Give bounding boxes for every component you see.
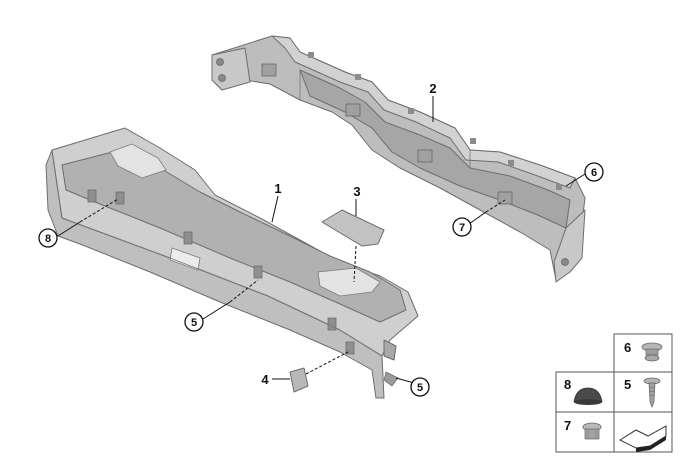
- callout-5b: 5: [417, 382, 423, 394]
- callout-4: 4: [261, 372, 269, 387]
- legend-label-7: 7: [564, 418, 571, 433]
- pad-part: [289, 367, 309, 393]
- legend-label-5: 5: [624, 377, 631, 392]
- callout-7: 7: [459, 222, 465, 234]
- clip-7-icon: [582, 422, 602, 440]
- callout-6-circle: [584, 162, 604, 182]
- callout-5a: 5: [191, 317, 197, 329]
- screw-icon: [383, 371, 399, 387]
- callout-2: 2: [429, 81, 436, 96]
- callout-8-circle: [38, 228, 58, 248]
- trim-panel-lower: [45, 127, 419, 399]
- legend: 6 5 8 7: [555, 333, 673, 453]
- callout-5a-circle: [184, 312, 204, 332]
- leader-lines: [57, 96, 586, 384]
- callout-6: 6: [591, 167, 597, 179]
- clip-6-icon: [641, 342, 663, 362]
- callout-5b-circle: [410, 377, 430, 397]
- cover-part: [321, 209, 385, 247]
- cap-8-icon: [573, 387, 603, 405]
- legend-label-8: 8: [564, 377, 571, 392]
- legend-box-5: [613, 371, 673, 413]
- screw-5-icon: [643, 377, 661, 408]
- legend-box-6: [613, 333, 673, 373]
- legend-label-6: 6: [624, 340, 631, 355]
- callout-1: 1: [274, 181, 281, 196]
- callout-7-circle: [452, 217, 472, 237]
- callout-3: 3: [353, 184, 360, 199]
- direction-arrow-icon: [618, 425, 667, 452]
- callout-8: 8: [45, 233, 51, 245]
- trim-panel-upper: [211, 35, 586, 283]
